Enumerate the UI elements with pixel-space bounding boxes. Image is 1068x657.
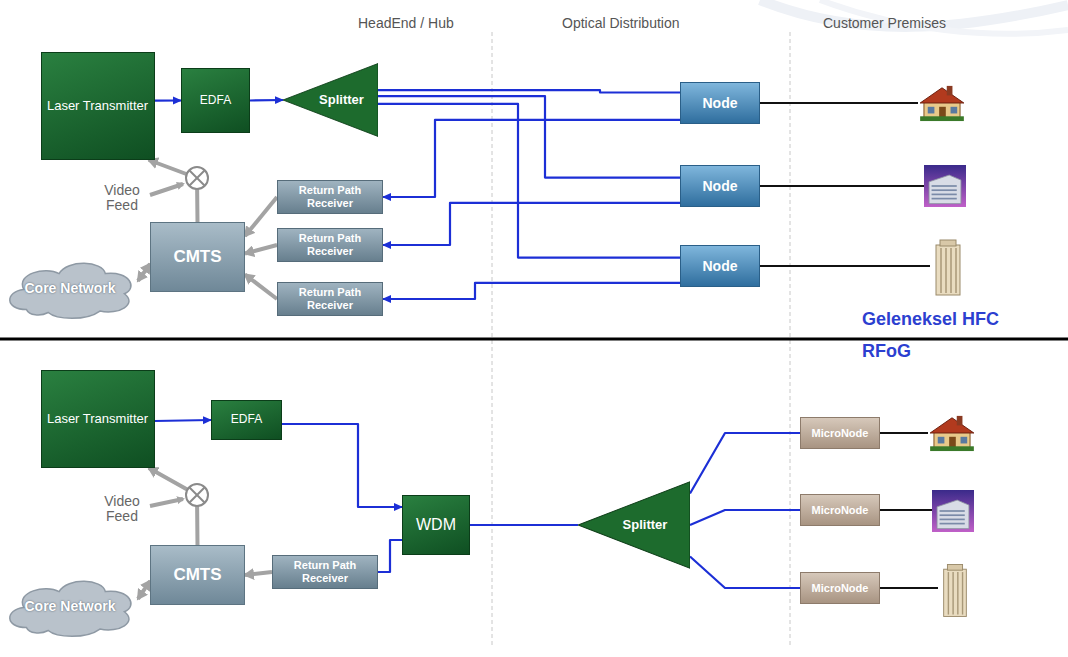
column-header: Customer Premises (823, 16, 946, 31)
node-box: Node (680, 82, 760, 124)
fiber-link (690, 557, 800, 589)
signal-arrow (138, 581, 150, 599)
node-label: CMTS (173, 247, 221, 267)
micronode-box: MicroNode (800, 417, 880, 449)
splitter-triangle: Splitter (578, 480, 690, 570)
receiver-box: Return Path Receiver (277, 180, 383, 214)
splitter-triangle: Splitter (283, 62, 378, 138)
fiber-link (690, 433, 800, 494)
fiber-link (378, 90, 680, 92)
node-label: Return Path Receiver (278, 232, 382, 257)
process-box: EDFA (211, 400, 282, 440)
node-label: Laser Transmitter (47, 412, 148, 427)
node-label: Node (703, 258, 738, 274)
node-label: Node (703, 95, 738, 111)
fiber-link (383, 283, 680, 299)
fiber-link (470, 524, 578, 526)
input-label: Video Feed (96, 494, 148, 525)
fiber-link (378, 540, 402, 572)
column-header: Optical Distribution (562, 16, 680, 31)
section-title: RFoG (862, 342, 911, 362)
process-box: Laser Transmitter (41, 52, 155, 160)
node-label: Core Network (24, 598, 115, 614)
node-label: CMTS (173, 565, 221, 585)
node-label: MicroNode (812, 504, 869, 517)
input-label: Video Feed (96, 183, 148, 214)
process-box: Laser Transmitter (41, 370, 155, 468)
network-cloud: Core Network (2, 570, 138, 642)
receiver-box: Return Path Receiver (277, 228, 383, 262)
node-label: Laser Transmitter (47, 99, 148, 114)
fiber-link (155, 99, 182, 101)
signal-arrow (245, 572, 272, 575)
process-box: EDFA (181, 68, 250, 133)
fiber-link (378, 104, 680, 258)
column-header: HeadEnd / Hub (358, 16, 454, 31)
fiber-link (690, 510, 800, 525)
node-label: Return Path Receiver (273, 559, 377, 584)
cmts-box: CMTS (150, 545, 245, 605)
signal-arrow (245, 197, 277, 236)
micronode-box: MicroNode (800, 572, 880, 604)
signal-arrow (245, 275, 277, 300)
node-label: Splitter (319, 93, 364, 108)
process-box: WDM (402, 495, 470, 555)
micronode-box: MicroNode (800, 494, 880, 526)
node-label: Return Path Receiver (278, 286, 382, 311)
node-label: EDFA (200, 94, 231, 108)
fiber-link (282, 424, 402, 507)
signal-arrow (245, 245, 277, 254)
node-label: Node (703, 178, 738, 194)
signal-arrow (149, 468, 198, 545)
node-label: MicroNode (812, 427, 869, 440)
receiver-box: Return Path Receiver (277, 282, 383, 316)
node-label: EDFA (231, 413, 262, 427)
node-label: Core Network (24, 280, 115, 296)
receiver-box: Return Path Receiver (272, 555, 378, 589)
node-box: Node (680, 165, 760, 207)
node-box: Node (680, 245, 760, 287)
fiber-link (155, 420, 212, 421)
fiber-link (378, 96, 680, 177)
fiber-link (383, 203, 680, 245)
section-title: Geleneksel HFC (862, 310, 999, 330)
node-label: Return Path Receiver (278, 184, 382, 209)
node-label: Splitter (623, 518, 668, 533)
node-label: MicroNode (812, 582, 869, 595)
node-label: WDM (416, 516, 456, 534)
cmts-box: CMTS (150, 222, 245, 292)
fiber-link (383, 120, 680, 197)
network-cloud: Core Network (2, 252, 138, 324)
fiber-link (250, 99, 283, 102)
signal-arrow (138, 264, 150, 281)
